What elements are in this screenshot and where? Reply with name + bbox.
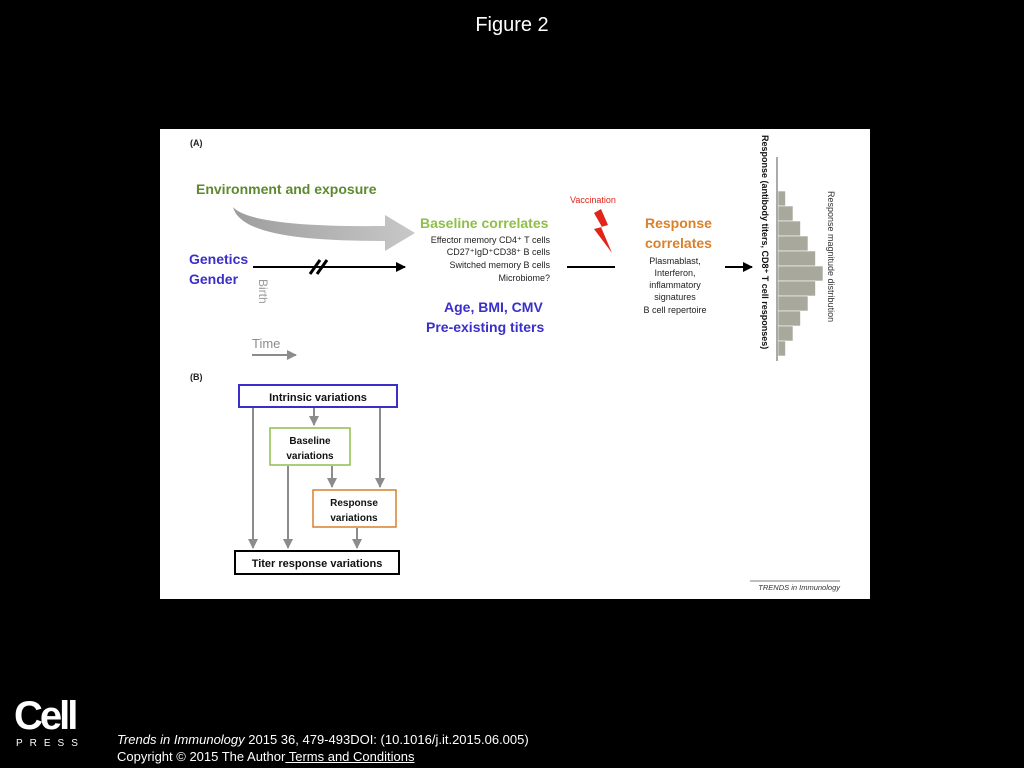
intrinsic-variations-box: [238, 384, 398, 408]
response-histogram: [777, 190, 824, 357]
response-variations-label-1: Response: [330, 498, 378, 509]
terms-link[interactable]: Terms and Conditions: [285, 749, 415, 764]
slide-title: Figure 2: [475, 14, 549, 36]
citation-details: 2015 36, 479-493DOI: (10.1016/j.it.2015.…: [244, 732, 529, 747]
histogram-bar: [777, 265, 824, 282]
environment-label: Environment and exposure: [196, 181, 377, 197]
response-item: signatures: [654, 292, 696, 302]
age-bmi-cmv-label: Age, BMI, CMV: [444, 299, 543, 315]
citation-line: Trends in Immunology 2015 36, 479-493DOI…: [117, 731, 529, 748]
distribution-label: Response magnitude distribution: [826, 191, 836, 322]
histogram-bar: [777, 325, 794, 342]
baseline-item: CD27⁺IgD⁺CD38⁺ B cells: [447, 247, 551, 257]
citation-block: Trends in Immunology 2015 36, 479-493DOI…: [117, 731, 529, 765]
baseline-item: Microbiome?: [498, 273, 550, 283]
gender-label: Gender: [189, 271, 239, 287]
titer-response-label: Titer response variations: [252, 558, 383, 570]
preexisting-titers-label: Pre-existing titers: [426, 319, 544, 335]
histogram-bar: [777, 295, 809, 312]
histogram-bar: [777, 190, 786, 207]
time-label: Time: [252, 336, 280, 351]
baseline-variations-label-1: Baseline: [289, 436, 331, 447]
journal-name: Trends in Immunology: [117, 732, 245, 747]
baseline-correlates-title: Baseline correlates: [420, 215, 549, 231]
histogram-bar: [777, 220, 801, 237]
baseline-item: Effector memory CD4⁺ T cells: [431, 235, 551, 245]
time-break-mark: [315, 259, 329, 275]
histogram-bar: [777, 340, 786, 357]
logo-sub: PRESS: [16, 738, 85, 749]
figure-panel: (A) Environment and exposure Genetics Ge…: [160, 129, 870, 599]
baseline-variations-box: [269, 427, 351, 466]
histogram-bar: [777, 280, 816, 297]
response-axis-label: Response (antibody titers, CD8⁺ T cell r…: [760, 135, 770, 349]
histogram-bar: [777, 235, 809, 252]
journal-watermark: TRENDS in Immunology: [758, 583, 841, 592]
response-item: B cell repertoire: [643, 305, 706, 315]
panel-b-label: (B): [190, 372, 203, 382]
response-item: Interferon,: [654, 268, 695, 278]
histogram-bar: [777, 250, 816, 267]
cell-press-logo: Cell PRESS: [14, 694, 85, 752]
titer-response-box: [234, 550, 400, 575]
response-correlates-title-1: Response: [645, 215, 712, 231]
baseline-variations-label-2: variations: [286, 451, 334, 462]
lightning-bolt-icon: [594, 209, 612, 253]
response-variations-box: [312, 489, 397, 528]
exposure-swoosh-arrow: [233, 207, 415, 251]
baseline-item: Switched memory B cells: [449, 260, 550, 270]
copyright-line: Copyright © 2015 The Author Terms and Co…: [117, 748, 529, 765]
histogram-bar: [777, 310, 801, 327]
vaccination-label: Vaccination: [570, 195, 616, 205]
panel-a-label: (A): [190, 138, 203, 148]
time-break-mark: [308, 259, 322, 275]
response-correlates-title-2: correlates: [645, 235, 712, 251]
figure-diagram: (A) Environment and exposure Genetics Ge…: [189, 135, 841, 592]
logo-word: Cell: [14, 694, 78, 738]
response-item: inflammatory: [649, 280, 701, 290]
histogram-bar: [777, 205, 794, 222]
intrinsic-variations-label: Intrinsic variations: [269, 392, 367, 404]
birth-label: Birth: [256, 279, 270, 304]
response-variations-label-2: variations: [330, 513, 378, 524]
copyright-text: Copyright © 2015 The Author: [117, 749, 286, 764]
response-item: Plasmablast,: [649, 256, 701, 266]
genetics-label: Genetics: [189, 251, 248, 267]
